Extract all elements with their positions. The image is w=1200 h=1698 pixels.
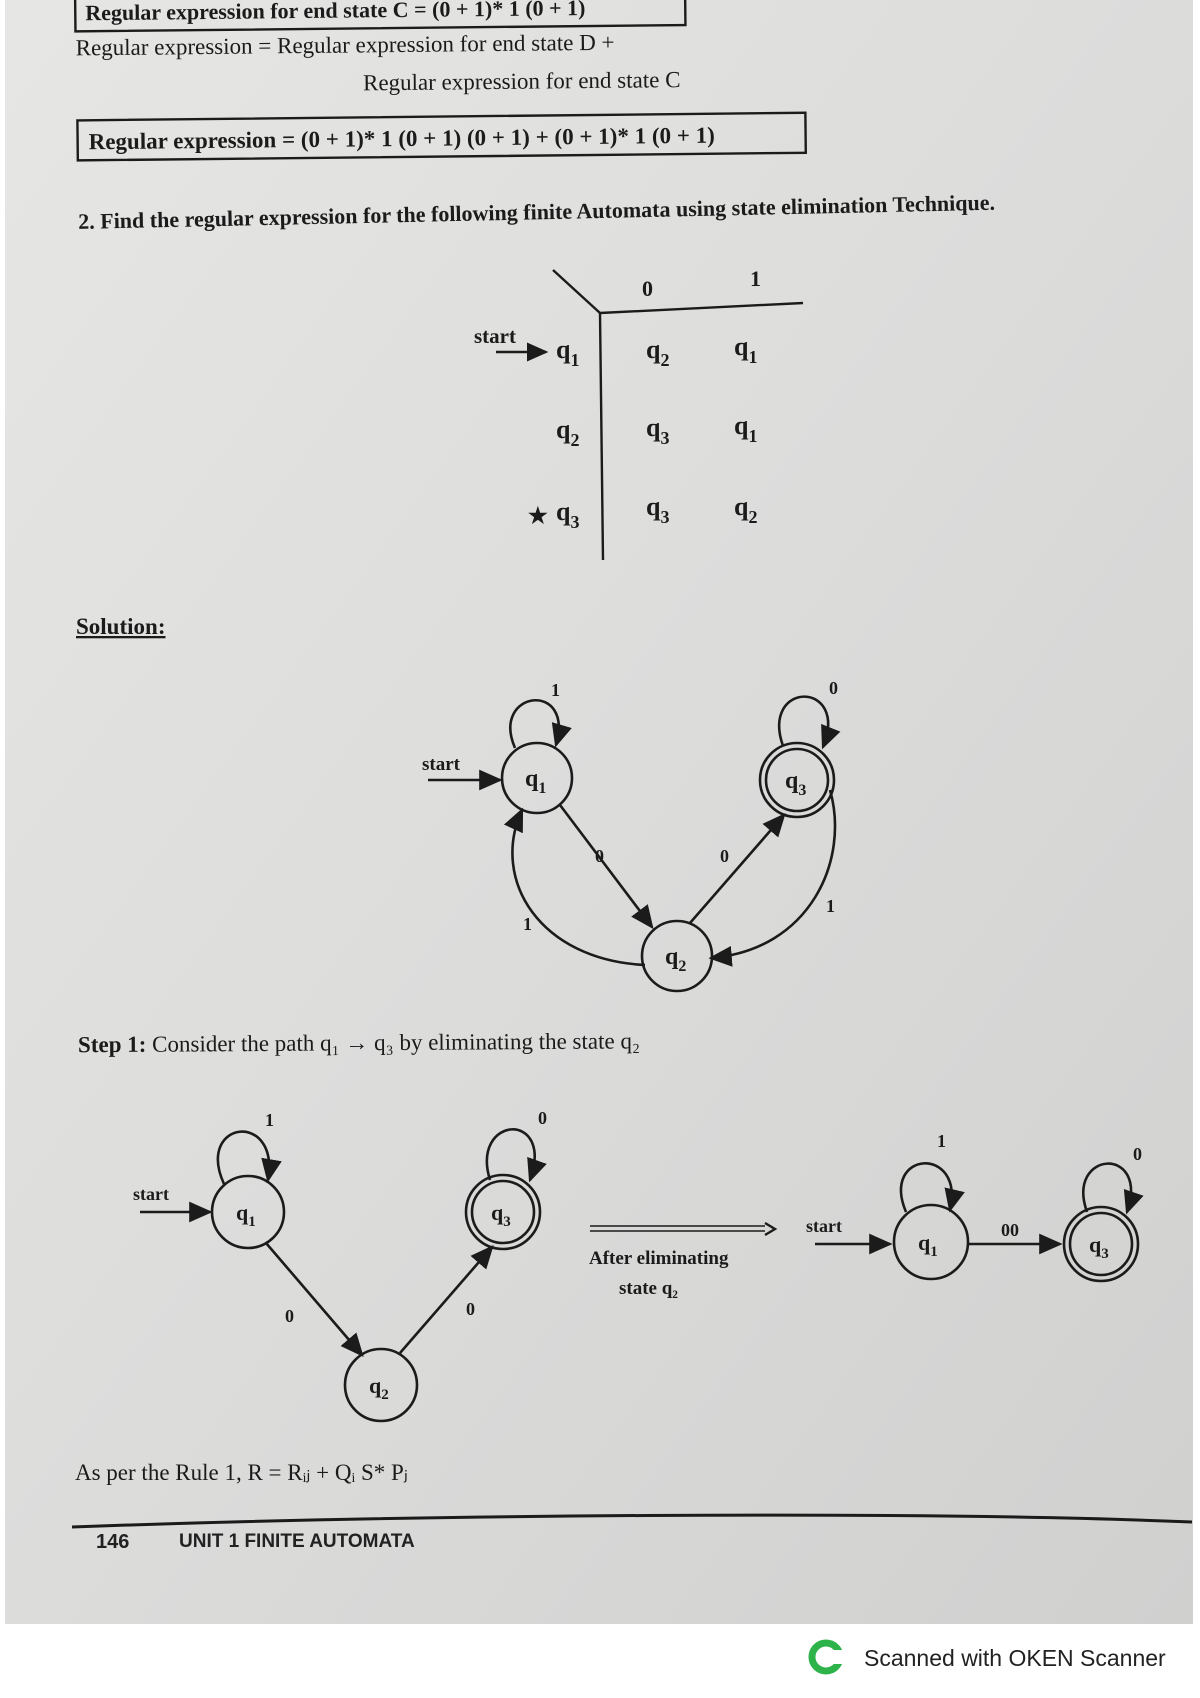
page-number: 146 [96,1531,129,1553]
svg-text:0: 0 [829,678,838,698]
svg-text:state q₂: state q₂ [619,1278,678,1299]
footer-rule [71,1513,1193,1529]
after-eliminating-label: After eliminating [589,1248,729,1269]
svg-text:0: 0 [538,1108,547,1128]
rule-1-formula: As per the Rule 1, R = Rᵢⱼ + Qᵢ S* Pⱼ [75,1460,408,1485]
svg-text:0: 0 [285,1306,294,1326]
svg-text:0: 0 [466,1299,475,1319]
re-line-2: Regular expression for end state C [363,67,681,95]
boxed-final-expression [76,111,807,162]
svg-text:0: 0 [595,846,604,866]
step-1-text: Step 1: Consider the path q₁ → q₃ by eli… [78,1028,640,1057]
boxed-expression-c [73,0,687,33]
solution-heading: Solution: [76,614,165,639]
svg-text:1: 1 [826,896,835,916]
svg-text:start: start [806,1216,842,1236]
state-q1 [500,741,574,815]
col-header-1: 1 [750,266,761,291]
state-q3 [758,741,836,819]
svg-text:1: 1 [937,1131,946,1151]
col-header-0: 0 [642,276,653,301]
re-line-1: Regular expression = Regular expression … [76,30,615,61]
paper-background [5,0,1193,1624]
footer-unit-title: UNIT 1 FINITE AUTOMATA [179,1531,415,1552]
svg-text:1: 1 [523,914,532,934]
oken-scanner-logo-icon [808,1639,844,1675]
svg-text:start: start [133,1184,169,1204]
svg-text:0: 0 [720,846,729,866]
svg-text:1: 1 [551,680,560,700]
svg-text:1: 1 [265,1110,274,1130]
final-state-star: ★ [528,503,548,528]
svg-text:0: 0 [1133,1144,1142,1164]
svg-text:start: start [422,754,461,775]
svg-text:00: 00 [1001,1220,1019,1240]
scanner-watermark-text: Scanned with OKEN Scanner [864,1645,1166,1671]
table-start-label: start [474,324,516,348]
automaton-diagram-1: start q1 1 q3 0 q2 0 0 1 1 [422,678,841,993]
